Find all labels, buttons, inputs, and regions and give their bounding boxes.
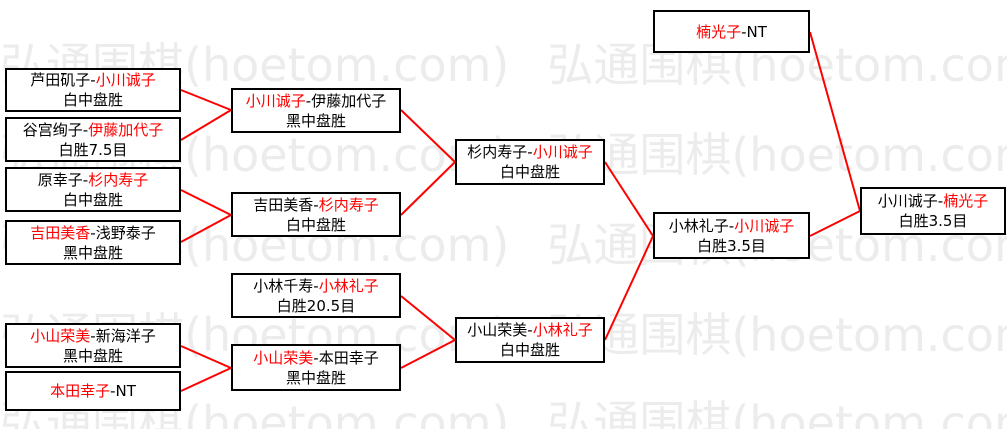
winner-name: 杉内寿子 xyxy=(88,170,149,189)
connector-line xyxy=(604,235,654,341)
match-box-round4-1: 楠光子-NT xyxy=(653,10,810,53)
connector-line xyxy=(180,189,232,216)
player-name: 谷宫绚子- xyxy=(22,120,89,139)
match-players: 小川诚子-楠光子 xyxy=(878,191,988,211)
connector-line xyxy=(400,339,456,369)
player-name: 吉田美香- xyxy=(253,195,319,214)
match-box-round2-4: 小山荣美-本田幸子 黑中盘胜 xyxy=(231,344,401,391)
match-result: 黑中盘胜 xyxy=(62,346,123,365)
player-name: -NT xyxy=(741,22,767,41)
match-result: 白中盘胜 xyxy=(62,190,123,209)
match-players: 杉内寿子-小川诚子 xyxy=(467,142,592,162)
winner-name: 小川诚子 xyxy=(532,143,593,161)
winner-name: 小山荣美 xyxy=(253,348,314,367)
winner-name: 小川诚子 xyxy=(95,71,156,89)
match-box-round4-2: 小林礼子-小川诚子 白胜3.5目 xyxy=(653,212,810,259)
match-players: 小林千寿-小林礼子 xyxy=(253,276,378,296)
match-result: 白中盘胜 xyxy=(62,91,123,109)
match-box-round1-2: 谷宫绚子-伊藤加代子 白胜7.5目 xyxy=(5,117,181,162)
match-players: 小川诚子-伊藤加代子 xyxy=(246,91,386,111)
match-box-round2-2: 吉田美香-杉内寿子 白中盘胜 xyxy=(231,192,401,237)
connector-line xyxy=(180,367,232,392)
winner-name: 小林礼子 xyxy=(532,321,593,339)
match-result: 白胜7.5目 xyxy=(58,140,128,159)
match-box-final: 小川诚子-楠光子 白胜3.5目 xyxy=(860,187,1006,235)
player-name: -伊藤加代子 xyxy=(305,91,387,110)
match-box-round1-5: 小山荣美-新海洋子 黑中盘胜 xyxy=(5,323,181,368)
match-result: 白中盘胜 xyxy=(285,215,346,234)
match-players: 吉田美香-浅野泰子 xyxy=(30,223,155,243)
winner-name: 楠光子 xyxy=(696,22,742,41)
player-name: -本田幸子 xyxy=(313,348,379,367)
match-result: 白胜3.5目 xyxy=(697,236,766,255)
match-players: 小山荣美-新海洋子 xyxy=(30,326,155,346)
player-name: 小山荣美- xyxy=(467,321,533,339)
match-box-round2-3: 小林千寿-小林礼子 白胜20.5目 xyxy=(231,273,401,318)
match-players: 小林礼子-小川诚子 xyxy=(669,216,794,236)
match-box-round3-2: 小山荣美-小林礼子 白中盘胜 xyxy=(455,317,605,363)
player-name: 小川诚子- xyxy=(877,192,944,210)
winner-name: 杉内寿子 xyxy=(318,195,379,214)
match-players: 小山荣美-本田幸子 xyxy=(253,348,378,368)
match-box-round3-1: 杉内寿子-小川诚子 白中盘胜 xyxy=(455,139,605,185)
match-result: 白中盘胜 xyxy=(499,163,560,181)
connector-line xyxy=(180,89,232,111)
winner-name: 小林礼子 xyxy=(318,276,379,295)
player-name: -新海洋子 xyxy=(90,326,156,345)
match-result: 白胜3.5目 xyxy=(898,212,968,230)
connector-line xyxy=(604,161,654,237)
player-name: 小林礼子- xyxy=(668,216,735,235)
match-box-round1-3: 原幸子-杉内寿子 白中盘胜 xyxy=(5,167,181,212)
winner-name: 小山荣美 xyxy=(30,326,91,345)
match-players: 小山荣美-小林礼子 xyxy=(467,320,592,340)
match-players: 原幸子-杉内寿子 xyxy=(38,170,148,190)
connector-line xyxy=(180,109,232,141)
player-name: 小林千寿- xyxy=(253,276,319,295)
winner-name: 本田幸子 xyxy=(50,382,111,400)
winner-name: 小川诚子 xyxy=(245,91,306,110)
match-result: 黑中盘胜 xyxy=(285,368,346,387)
match-players: 谷宫绚子-伊藤加代子 xyxy=(23,120,163,140)
connector-line xyxy=(400,161,456,216)
connector-line xyxy=(400,109,456,163)
match-result: 黑中盘胜 xyxy=(62,243,123,262)
match-box-round1-6: 本田幸子-NT xyxy=(5,371,181,411)
player-name: -NT xyxy=(110,382,136,400)
match-players: 吉田美香-杉内寿子 xyxy=(253,195,378,215)
connector-line xyxy=(809,31,861,212)
match-box-round1-4: 吉田美香-浅野泰子 黑中盘胜 xyxy=(5,220,181,265)
match-box-round1-1: 芦田矶子-小川诚子 白中盘胜 xyxy=(5,68,181,112)
match-players: 芦田矶子-小川诚子 xyxy=(30,70,155,90)
match-players: 楠光子-NT xyxy=(696,22,767,42)
connector-line xyxy=(180,214,232,243)
winner-name: 小川诚子 xyxy=(734,216,795,235)
player-name: 杉内寿子- xyxy=(467,143,533,161)
match-result: 白中盘胜 xyxy=(499,341,560,359)
match-players: 本田幸子-NT xyxy=(50,381,136,401)
player-name: 芦田矶子- xyxy=(30,71,96,89)
winner-name: 吉田美香 xyxy=(30,223,91,242)
connector-line xyxy=(180,345,232,369)
winner-name: 楠光子 xyxy=(943,192,989,210)
match-result: 黑中盘胜 xyxy=(285,111,346,130)
match-box-round2-1: 小川诚子-伊藤加代子 黑中盘胜 xyxy=(231,88,401,133)
connector-line xyxy=(809,210,861,237)
connector-line xyxy=(400,295,456,341)
player-name: -浅野泰子 xyxy=(90,223,156,242)
match-result: 白胜20.5目 xyxy=(276,296,356,315)
winner-name: 伊藤加代子 xyxy=(88,120,164,139)
player-name: 原幸子- xyxy=(37,170,89,189)
